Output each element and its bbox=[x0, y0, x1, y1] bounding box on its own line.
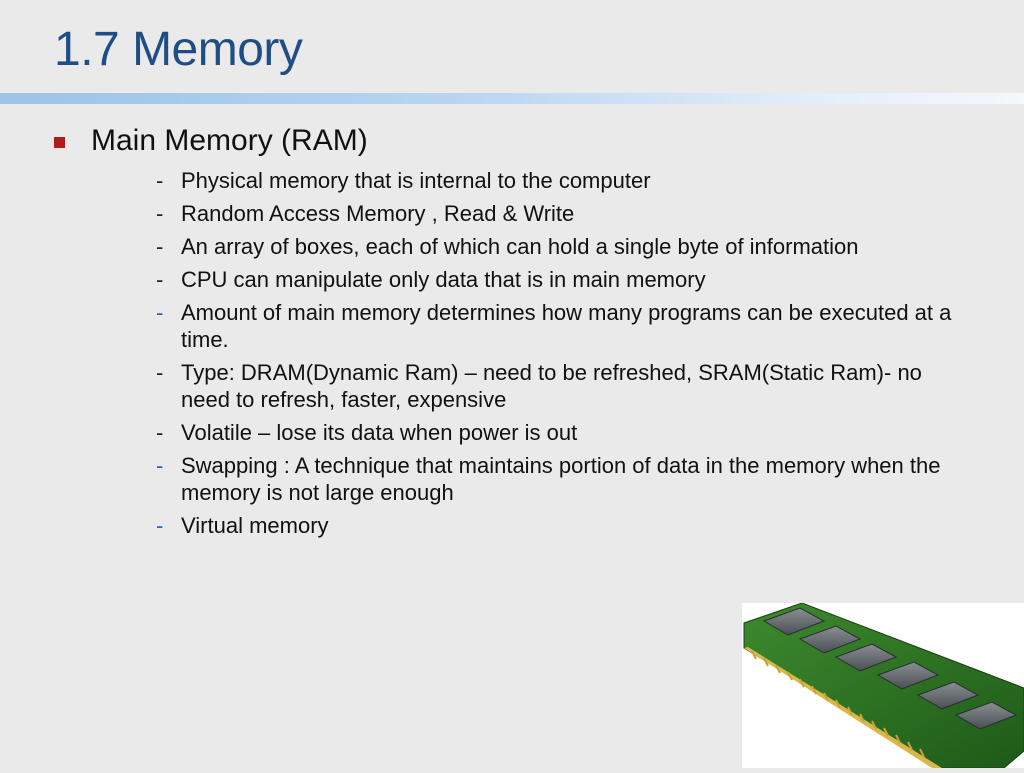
list-item: -Type: DRAM(Dynamic Ram) – need to be re… bbox=[156, 359, 976, 413]
list-item-text: Swapping : A technique that maintains po… bbox=[181, 453, 941, 505]
list-item: -Volatile – lose its data when power is … bbox=[156, 419, 976, 446]
dash-bullet-icon: - bbox=[156, 360, 164, 385]
dash-bullet-icon: - bbox=[156, 300, 164, 325]
dash-bullet-icon: - bbox=[156, 234, 164, 259]
main-bullet-text: Main Memory (RAM) bbox=[91, 124, 368, 157]
list-item: -Random Access Memory , Read & Write bbox=[156, 200, 976, 227]
title-divider bbox=[0, 93, 1024, 104]
list-item-text: Virtual memory bbox=[181, 513, 329, 538]
dash-bullet-icon: - bbox=[156, 513, 164, 538]
dash-bullet-icon: - bbox=[156, 168, 164, 193]
list-item-text: CPU can manipulate only data that is in … bbox=[181, 267, 706, 292]
list-item-text: Physical memory that is internal to the … bbox=[181, 168, 651, 193]
ram-module-icon bbox=[743, 602, 1024, 769]
dash-bullet-icon: - bbox=[156, 453, 164, 478]
dash-bullet-icon: - bbox=[156, 420, 164, 445]
list-item-text: An array of boxes, each of which can hol… bbox=[181, 234, 859, 259]
list-item-text: Amount of main memory determines how man… bbox=[181, 300, 952, 352]
slide-title: 1.7 Memory bbox=[54, 23, 303, 76]
list-item-text: Volatile – lose its data when power is o… bbox=[181, 420, 578, 445]
square-bullet-icon bbox=[54, 136, 65, 148]
list-item-text: Type: DRAM(Dynamic Ram) – need to be ref… bbox=[181, 360, 922, 412]
list-item: -Amount of main memory determines how ma… bbox=[156, 299, 976, 353]
list-item: -An array of boxes, each of which can ho… bbox=[156, 233, 976, 260]
list-item: -Physical memory that is internal to the… bbox=[156, 167, 976, 194]
ram-module-image bbox=[742, 602, 1024, 769]
dash-bullet-icon: - bbox=[156, 201, 164, 226]
list-item: -CPU can manipulate only data that is in… bbox=[156, 266, 976, 293]
list-item: -Virtual memory bbox=[156, 512, 976, 539]
main-bullet: Main Memory (RAM) bbox=[54, 124, 368, 158]
list-item: -Swapping : A technique that maintains p… bbox=[156, 452, 976, 506]
dash-bullet-icon: - bbox=[156, 267, 164, 292]
sub-bullet-list: -Physical memory that is internal to the… bbox=[156, 167, 976, 545]
list-item-text: Random Access Memory , Read & Write bbox=[181, 201, 575, 226]
